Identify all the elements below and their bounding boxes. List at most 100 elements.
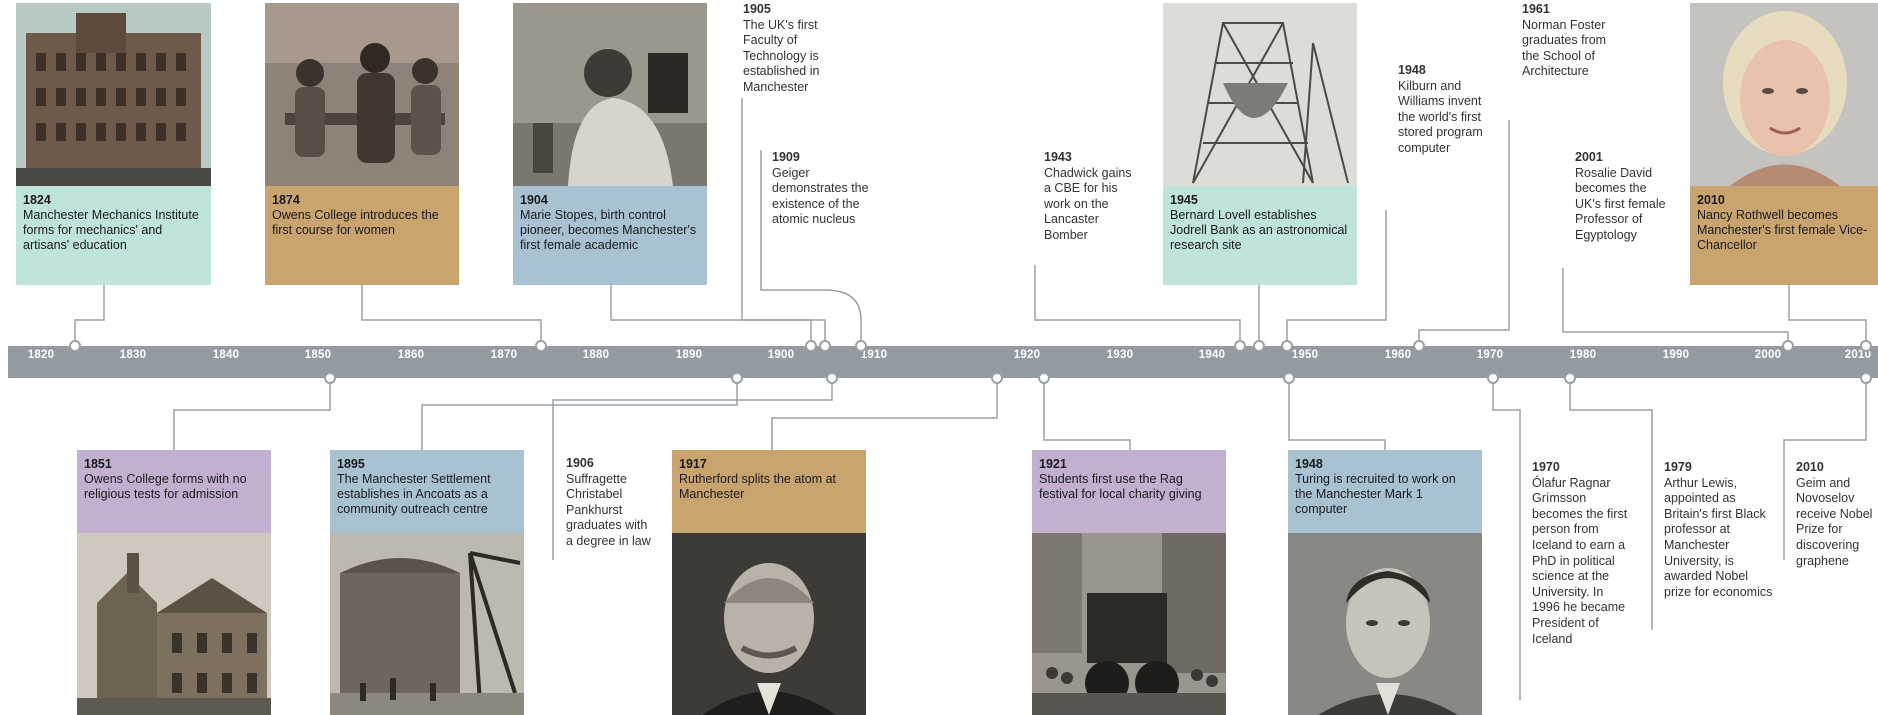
tick-label: 1960 xyxy=(1384,349,1412,361)
event-description: Kilburn and Williams invent the world's … xyxy=(1398,78,1483,155)
event-description: Chadwick gains a CBE for his work on the… xyxy=(1044,165,1132,242)
event-year: 1904 xyxy=(520,193,548,207)
event-caption-box: 1921 Students first use the Rag festival… xyxy=(1032,450,1226,533)
event-1906: 1906 Suffragette Christabel Pankhurst gr… xyxy=(566,456,651,550)
event-description: Geiger demonstrates the existence of the… xyxy=(772,165,869,227)
connector-2010a xyxy=(1788,285,1867,345)
connector-1943 xyxy=(1034,265,1241,345)
connector-1921 xyxy=(1043,378,1131,450)
jodrell-bank-photo xyxy=(1163,3,1357,186)
event-2001: 2001 Rosalie David becomes the UK's firs… xyxy=(1575,150,1670,244)
event-year: 2001 xyxy=(1575,150,1603,164)
event-year: 1921 xyxy=(1039,457,1067,471)
event-2010-graphene: 2010 Geim and Novoselov receive Nobel Pr… xyxy=(1796,460,1878,569)
tick-label: 2010 xyxy=(1844,349,1872,361)
event-year: 2010 xyxy=(1796,460,1824,474)
marker-dot-1905 xyxy=(819,340,831,352)
timeline-axis xyxy=(8,346,1878,378)
event-1943: 1943 Chadwick gains a CBE for his work o… xyxy=(1044,150,1134,244)
connector-1948b xyxy=(1288,378,1386,450)
tick-label: 1950 xyxy=(1291,349,1319,361)
marker-dot-1851 xyxy=(324,372,336,384)
connector-2001 xyxy=(1562,268,1789,345)
tick-label: 1870 xyxy=(490,349,518,361)
tick-label: 1820 xyxy=(27,349,55,361)
marker-dot-2001 xyxy=(1782,340,1794,352)
turing-photo xyxy=(1288,533,1482,715)
marker-dot-1824 xyxy=(69,340,81,352)
tick-label: 1860 xyxy=(397,349,425,361)
event-description: Norman Foster graduates from the School … xyxy=(1522,17,1607,79)
connector-1895 xyxy=(421,378,738,450)
event-year: 1874 xyxy=(272,193,300,207)
marker-dot-1904 xyxy=(805,340,817,352)
event-description: Suffragette Christabel Pankhurst graduat… xyxy=(566,471,651,548)
tick-label: 1920 xyxy=(1013,349,1041,361)
tick-label: 1940 xyxy=(1198,349,1226,361)
tick-label: 1990 xyxy=(1662,349,1690,361)
marker-dot-2010b xyxy=(1860,372,1872,384)
tick-label: 1910 xyxy=(860,349,888,361)
event-year: 1948 xyxy=(1398,63,1426,77)
rutherford-photo xyxy=(672,533,866,715)
event-description: The UK's first Faculty of Technology is … xyxy=(743,17,820,94)
event-year: 1824 xyxy=(23,193,51,207)
marker-dot-1874 xyxy=(535,340,547,352)
tick-label: 1830 xyxy=(119,349,147,361)
tick-label: 1930 xyxy=(1106,349,1134,361)
building-photo xyxy=(16,3,211,186)
event-caption-box: 2010 Nancy Rothwell becomes Manchester's… xyxy=(1690,186,1878,285)
event-caption-box: 1904 Marie Stopes, birth control pioneer… xyxy=(513,186,707,285)
event-caption-box: 1824 Manchester Mechanics Institute form… xyxy=(16,186,211,285)
event-caption-box: 1874 Owens College introduces the first … xyxy=(265,186,459,285)
marker-dot-1921 xyxy=(1038,372,1050,384)
tick-label: 1880 xyxy=(582,349,610,361)
event-year: 1909 xyxy=(772,150,800,164)
event-year: 1948 xyxy=(1295,457,1323,471)
event-year: 1945 xyxy=(1170,193,1198,207)
event-description: Ólafur Ragnar Grímsson becomes the first… xyxy=(1532,475,1628,646)
tick-label: 1980 xyxy=(1569,349,1597,361)
event-description: Turing is recruited to work on the Manch… xyxy=(1295,472,1456,516)
event-1948-computer: 1948 Kilburn and Williams invent the wor… xyxy=(1398,63,1488,157)
event-description: Students first use the Rag festival for … xyxy=(1039,472,1202,501)
event-description: Rosalie David becomes the UK's first fem… xyxy=(1575,165,1666,242)
connector-1905 xyxy=(741,98,826,345)
connector-1906 xyxy=(552,378,833,560)
event-year: 1943 xyxy=(1044,150,1072,164)
event-year: 1906 xyxy=(566,456,594,470)
marker-dot-1948b xyxy=(1283,372,1295,384)
marker-dot-2010a xyxy=(1860,340,1872,352)
connector-1909 xyxy=(760,150,862,345)
tick-label: 1850 xyxy=(304,349,332,361)
connector-1961 xyxy=(1418,120,1510,345)
marker-dot-1970 xyxy=(1487,372,1499,384)
event-description: Geim and Novoselov receive Nobel Prize f… xyxy=(1796,475,1873,568)
event-1961: 1961 Norman Foster graduates from the Sc… xyxy=(1522,2,1622,80)
event-year: 1970 xyxy=(1532,460,1560,474)
event-1909: 1909 Geiger demonstrates the existence o… xyxy=(772,150,872,228)
event-1970: 1970 Ólafur Ragnar Grímsson becomes the … xyxy=(1532,460,1630,647)
connector-1979 xyxy=(1569,378,1653,630)
event-description: Arthur Lewis, appointed as Britain's fir… xyxy=(1664,475,1773,599)
manchester-settlement-photo xyxy=(330,533,524,715)
event-year: 1979 xyxy=(1664,460,1692,474)
event-description: Bernard Lovell establishes Jodrell Bank … xyxy=(1170,208,1348,252)
event-year: 1905 xyxy=(743,2,771,16)
marie-stopes-photo xyxy=(513,3,707,186)
marker-dot-1895 xyxy=(731,372,743,384)
marker-dot-1943 xyxy=(1234,340,1246,352)
event-caption-box: 1895 The Manchester Settlement establish… xyxy=(330,450,524,533)
connector-1948a xyxy=(1286,210,1387,345)
marker-dot-1979 xyxy=(1564,372,1576,384)
event-caption-box: 1948 Turing is recruited to work on the … xyxy=(1288,450,1482,533)
event-year: 1917 xyxy=(679,457,707,471)
tick-label: 1890 xyxy=(675,349,703,361)
event-description: Owens College forms with no religious te… xyxy=(84,472,247,501)
connector-1851 xyxy=(173,378,331,450)
connector-1917 xyxy=(771,378,998,450)
connector-2010b xyxy=(1783,378,1867,560)
